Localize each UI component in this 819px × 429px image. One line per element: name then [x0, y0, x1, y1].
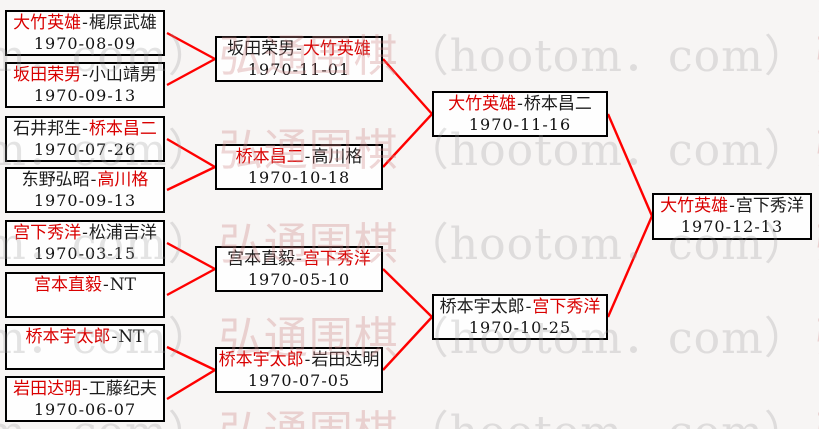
match-box-r2-m1: 坂田荣男-大竹英雄 1970-11-01: [215, 36, 383, 82]
match-players: 宫本直毅-NT: [7, 275, 163, 296]
winner-name: 大竹英雄: [660, 196, 729, 216]
winner-name: 高川格: [97, 170, 149, 190]
match-players: 桥本宇太郎-宫下秀洋: [434, 297, 606, 318]
loser-name: 松浦吉洋: [88, 223, 157, 243]
match-box-r2-m4: 桥本宇太郎-岩田达明 1970-07-05: [215, 347, 383, 393]
loser-name: NT: [109, 275, 136, 295]
winner-name: 宫下秀洋: [13, 223, 82, 243]
winner-name: 宫本直毅: [34, 275, 103, 295]
winner-name: 桥本昌二: [88, 119, 157, 139]
match-box-r1-m3: 石井邦生-桥本昌二 1970-07-26: [5, 116, 165, 162]
match-date: 1970-11-01: [247, 60, 351, 79]
match-players: 岩田达明-工藤纪夫: [7, 379, 163, 400]
match-date: 1970-03-15: [33, 244, 137, 263]
loser-name: 东野弘昭: [21, 170, 90, 190]
loser-name: 坂田荣男: [227, 39, 296, 59]
match-players: 宫下秀洋-松浦吉洋: [7, 223, 163, 244]
match-box-r1-m2: 坂田荣男-小山靖男 1970-09-13: [5, 62, 165, 108]
loser-name: 石井邦生: [13, 119, 82, 139]
match-date: 1970-09-13: [33, 86, 137, 105]
winner-name: 坂田荣男: [13, 65, 82, 85]
match-players: 桥本宇太郎-NT: [7, 327, 163, 348]
loser-name: 工藤纪夫: [88, 379, 157, 399]
loser-name: 宫本直毅: [227, 249, 296, 269]
match-date: 1970-12-13: [680, 217, 784, 236]
match-box-r3-m2: 桥本宇太郎-宫下秀洋 1970-10-25: [432, 294, 608, 340]
name-separator: -: [111, 327, 118, 347]
name-separator: -: [82, 13, 88, 33]
loser-name: 小山靖男: [88, 65, 157, 85]
match-box-r1-m6: 宫本直毅-NT: [5, 272, 165, 318]
match-date: 1970-07-05: [247, 371, 351, 390]
winner-name: 桥本宇太郎: [25, 327, 111, 347]
loser-name: 桥本昌二: [523, 94, 592, 114]
match-box-r2-m3: 宫本直毅-宫下秀洋 1970-05-10: [215, 246, 383, 292]
winner-name: 大竹英雄: [302, 39, 371, 59]
winner-name: 宫下秀洋: [302, 249, 371, 269]
name-separator: -: [82, 65, 88, 85]
match-players: 石井邦生-桥本昌二: [7, 119, 163, 140]
match-players: 坂田荣男-大竹英雄: [217, 39, 381, 60]
loser-name: 高川格: [311, 147, 363, 167]
name-separator: -: [82, 119, 88, 139]
loser-name: 梶原武雄: [88, 13, 157, 33]
match-box-r3-m1: 大竹英雄-桥本昌二 1970-11-16: [432, 91, 608, 137]
match-box-r1-m4: 东野弘昭-高川格 1970-09-13: [5, 167, 165, 213]
winner-name: 桥本宇太郎: [218, 350, 304, 370]
match-players: 东野弘昭-高川格: [7, 170, 163, 191]
match-box-r1-m8: 岩田达明-工藤纪夫 1970-06-07: [5, 376, 165, 422]
name-separator: -: [525, 297, 532, 317]
winner-name: 大竹英雄: [448, 94, 517, 114]
winner-name: 桥本昌二: [235, 147, 304, 167]
winner-name: 岩田达明: [13, 379, 82, 399]
match-players: 坂田荣男-小山靖男: [7, 65, 163, 86]
match-players: 桥本宇太郎-岩田达明: [217, 350, 381, 371]
name-separator: -: [296, 249, 302, 269]
match-players: 大竹英雄-宫下秀洋: [654, 196, 810, 217]
loser-name: 桥本宇太郎: [439, 297, 525, 317]
match-date: 1970-11-16: [468, 115, 572, 134]
name-separator: -: [729, 196, 735, 216]
match-players: 大竹英雄-梶原武雄: [7, 13, 163, 34]
winner-name: 大竹英雄: [13, 13, 82, 33]
name-separator: -: [304, 147, 311, 167]
winner-name: 宫下秀洋: [532, 297, 601, 317]
loser-name: 岩田达明: [311, 350, 380, 370]
match-players: 桥本昌二-高川格: [217, 147, 381, 168]
match-date: 1970-07-26: [33, 140, 137, 159]
name-separator: -: [82, 379, 88, 399]
match-box-r2-m2: 桥本昌二-高川格 1970-10-18: [215, 144, 383, 190]
loser-name: 宫下秀洋: [735, 196, 804, 216]
match-box-r1-m7: 桥本宇太郎-NT: [5, 324, 165, 370]
loser-name: NT: [118, 327, 145, 347]
match-players: 大竹英雄-桥本昌二: [434, 94, 606, 115]
name-separator: -: [304, 350, 311, 370]
name-separator: -: [82, 223, 88, 243]
name-separator: -: [517, 94, 523, 114]
match-box-r1-m5: 宫下秀洋-松浦吉洋 1970-03-15: [5, 220, 165, 266]
match-box-r1-m1: 大竹英雄-梶原武雄 1970-08-09: [5, 10, 165, 56]
match-date: 1970-06-07: [33, 400, 137, 419]
match-date: 1970-08-09: [33, 34, 137, 53]
name-separator: -: [103, 275, 109, 295]
match-players: 宫本直毅-宫下秀洋: [217, 249, 381, 270]
match-date: 1970-05-10: [247, 270, 351, 289]
name-separator: -: [296, 39, 302, 59]
name-separator: -: [90, 170, 97, 190]
match-box-final: 大竹英雄-宫下秀洋 1970-12-13: [652, 193, 812, 240]
match-date: 1970-09-13: [33, 191, 137, 210]
match-date: 1970-10-25: [468, 318, 572, 337]
match-date: 1970-10-18: [247, 168, 351, 187]
